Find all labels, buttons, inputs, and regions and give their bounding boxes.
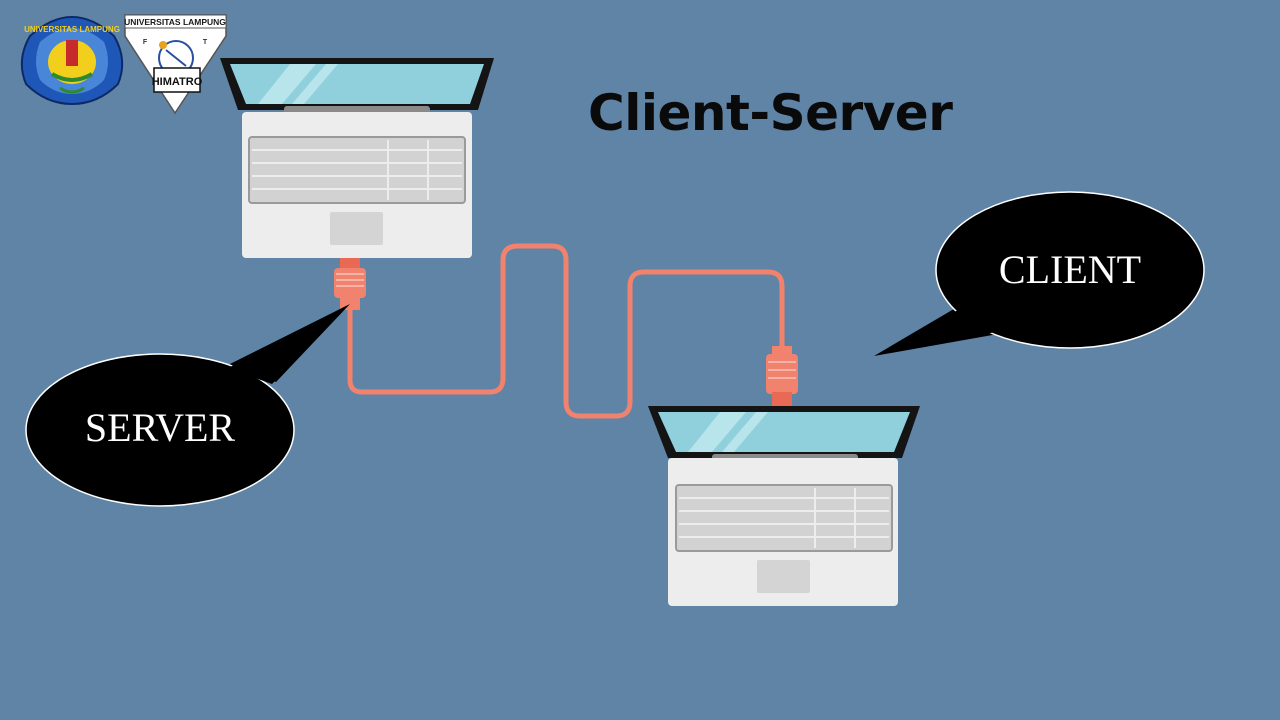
client-cable-connector xyxy=(766,346,798,406)
client-label: CLIENT xyxy=(998,247,1142,292)
server-keyboard xyxy=(248,136,466,204)
client-touchpad xyxy=(757,560,810,593)
university-logo-text: UNIVERSITAS LAMPUNG xyxy=(24,25,120,34)
university-logo: UNIVERSITAS LAMPUNG xyxy=(20,16,124,106)
client-keyboard xyxy=(675,484,893,552)
server-laptop xyxy=(220,58,494,258)
himatro-logo-letter-t: T xyxy=(203,39,208,46)
server-label: SERVER xyxy=(84,405,236,450)
himatro-logo-letter-f: F xyxy=(143,39,148,46)
server-cable-connector xyxy=(334,258,366,310)
client-speech-bubble xyxy=(874,191,1205,356)
server-speech-bubble xyxy=(25,304,350,507)
client-laptop xyxy=(648,406,920,606)
himatro-logo-word: HIMATRO xyxy=(152,76,203,88)
slide-title: Client-Server xyxy=(588,84,953,142)
server-touchpad xyxy=(330,212,383,245)
himatro-logo-top-text: UNIVERSITAS LAMPUNG xyxy=(124,17,226,27)
himatro-logo: UNIVERSITAS LAMPUNG F T HIMATRO xyxy=(124,14,227,115)
network-cable xyxy=(347,243,785,419)
